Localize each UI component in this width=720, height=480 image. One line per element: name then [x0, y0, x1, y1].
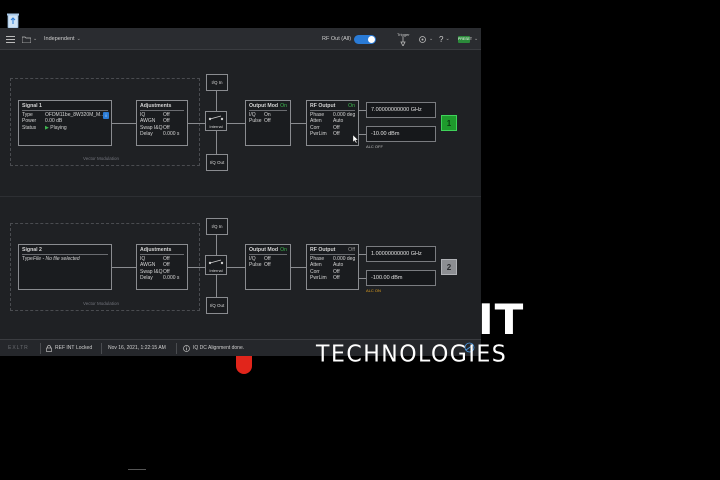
- mode-dropdown[interactable]: Independent ⌄: [44, 28, 81, 50]
- file-menu-button[interactable]: ⌄: [22, 28, 37, 50]
- lock-icon: [46, 345, 52, 352]
- iq-out-2-block[interactable]: I/Q Out: [206, 297, 228, 314]
- alc-status-2: ALC ON: [366, 288, 381, 293]
- frequency-2-field[interactable]: 1.00000000000 GHz: [366, 246, 436, 262]
- chevron-down-icon: ⌄: [445, 36, 450, 42]
- status-datetime: Nov 16, 2021, 1:22:15 AM: [108, 345, 166, 351]
- trigger-icon: [400, 37, 406, 46]
- channel-1-badge[interactable]: 1: [441, 115, 457, 131]
- help-icon: ?: [439, 34, 444, 44]
- info-circle-icon: [183, 345, 190, 352]
- rf-out-all-label: RF Out (All): [322, 36, 352, 42]
- mode-label: Independent: [44, 36, 75, 42]
- signal-generator-window: ⌄ Independent ⌄ RF Out (All) Trigger ⌄ ?…: [0, 28, 481, 356]
- folder-icon: [22, 36, 31, 43]
- chevron-down-icon[interactable]: ⌄: [474, 36, 479, 42]
- trigger-button[interactable]: Trigger: [397, 28, 410, 50]
- internal-switch-1[interactable]: Internal: [205, 111, 227, 131]
- power-1-field[interactable]: -10.00 dBm: [366, 126, 436, 142]
- vector-modulation-label-2: Vector Modulation: [83, 301, 120, 306]
- signal-1-power: 0.00 dB: [45, 118, 63, 125]
- chevron-down-icon: ⌄: [429, 36, 434, 42]
- rf-out-all-toggle[interactable]: [354, 35, 376, 44]
- info-icon[interactable]: i: [103, 112, 109, 119]
- frequency-1-field[interactable]: 7.00000000000 GHz: [366, 102, 436, 118]
- power-2-field[interactable]: -100.00 dBm: [366, 270, 436, 286]
- channel-2-badge[interactable]: 2: [441, 259, 457, 275]
- iq-out-1-block[interactable]: I/Q Out: [206, 154, 228, 171]
- help-button[interactable]: ? ⌄: [439, 28, 450, 50]
- iq-in-2-block[interactable]: I/Q In: [206, 218, 228, 235]
- brand-logo-text: IT: [478, 295, 525, 344]
- signal-2-title: Signal 2: [22, 247, 42, 253]
- vector-modulation-frame-1: [10, 78, 200, 166]
- signal-1-status: ▶ Playing: [45, 124, 67, 131]
- signal-2-type: File - No file selected: [33, 256, 80, 262]
- settings-button[interactable]: ⌄: [418, 28, 433, 50]
- hamburger-menu-icon[interactable]: [6, 28, 15, 50]
- preset-button[interactable]: PRESET: [458, 36, 473, 43]
- signal-1-title: Signal 1: [22, 103, 42, 109]
- internal-switch-2[interactable]: Internal: [205, 255, 227, 275]
- status-message: IQ DC Alignment done.: [193, 345, 245, 351]
- toolbar: ⌄ Independent ⌄ RF Out (All) Trigger ⌄ ?…: [0, 28, 481, 50]
- mouse-cursor-icon: [353, 135, 358, 143]
- play-icon: ▶: [45, 124, 49, 131]
- network-icon[interactable]: [464, 342, 475, 353]
- trigger-label: Trigger: [397, 32, 410, 37]
- recycle-bin-icon[interactable]: [6, 12, 20, 29]
- gear-icon: [419, 35, 426, 43]
- brand-tagline: TECHNOLOGIES: [316, 341, 508, 368]
- signal-1-type: OFDM11be_8W320M_M...: [45, 112, 105, 118]
- channel-separator: [0, 196, 481, 197]
- iq-in-1-block[interactable]: I/Q In: [206, 74, 228, 91]
- alc-status-1: ALC OFF: [366, 144, 383, 149]
- vector-modulation-label-1: Vector Modulation: [83, 156, 120, 161]
- divider: [128, 469, 146, 470]
- brand-logo-icon: [236, 356, 252, 374]
- chevron-down-icon: ⌄: [33, 36, 38, 42]
- ref-source: REF INT: [55, 345, 75, 351]
- status-logo: EXLTR: [8, 345, 29, 351]
- chevron-down-icon: ⌄: [76, 36, 81, 42]
- ref-lock-status: Locked: [76, 345, 93, 351]
- status-bar: EXLTR REF INT Locked Nov 16, 2021, 1:22:…: [0, 339, 481, 356]
